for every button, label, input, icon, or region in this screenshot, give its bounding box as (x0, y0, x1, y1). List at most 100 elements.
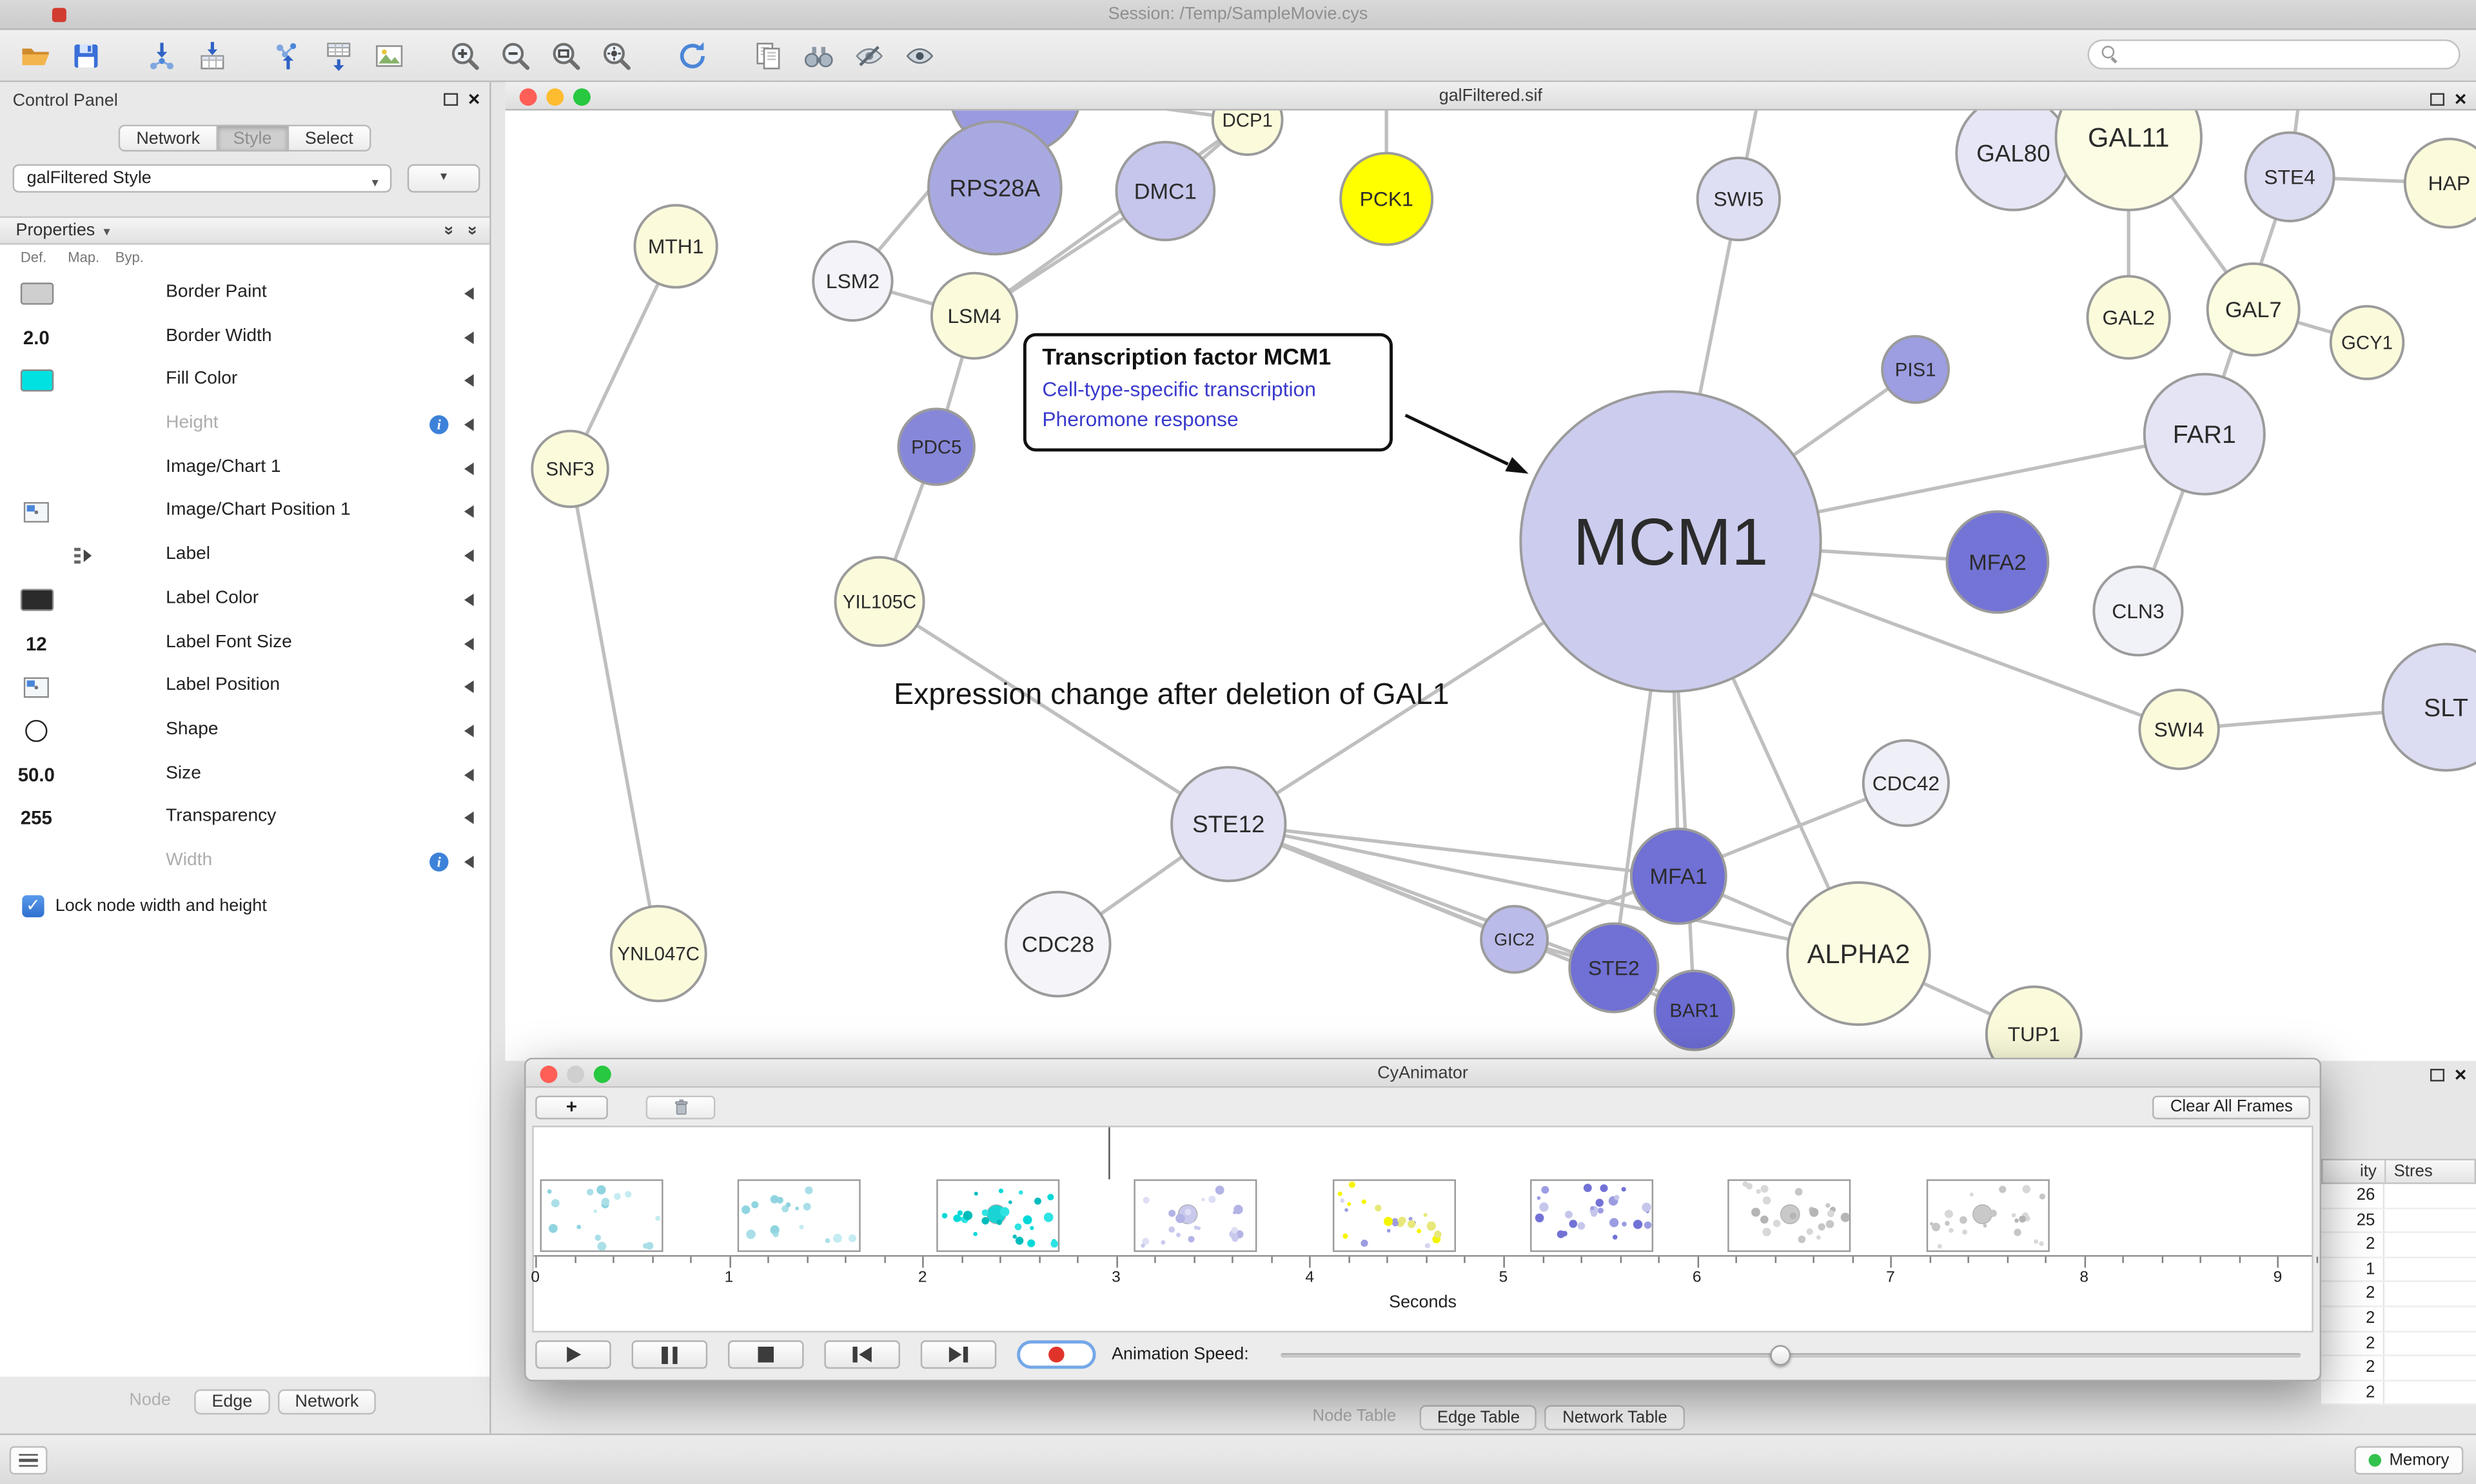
frame-thumbnail-3[interactable] (1134, 1179, 1257, 1253)
mapping-value-size[interactable] (63, 759, 104, 790)
delete-frame-button[interactable] (645, 1095, 716, 1119)
default-value-shape[interactable] (15, 715, 57, 747)
float-window-icon[interactable] (2430, 1068, 2446, 1081)
zoom-window-icon[interactable] (593, 1066, 611, 1084)
table-row[interactable]: 2 (2321, 1356, 2476, 1381)
bypass-value-label[interactable] (110, 540, 152, 572)
search-box[interactable] (2087, 39, 2461, 70)
node-RPS28A[interactable]: RPS28A (927, 120, 1063, 256)
copy-icon[interactable] (747, 35, 788, 76)
node-ALPHA2[interactable]: ALPHA2 (1786, 881, 1931, 1026)
default-value-height[interactable] (15, 409, 57, 440)
node-SLT2[interactable]: SLT (2381, 643, 2476, 772)
network-canvas[interactable]: RPS28BDCP1RPS28ADMC1PCK1SWI5GAL80GAL11ST… (505, 110, 2476, 1061)
mapping-value-height[interactable] (63, 409, 104, 440)
playhead[interactable] (1108, 1127, 1111, 1180)
float-window-icon[interactable] (444, 92, 459, 105)
node-MFA2[interactable]: MFA2 (1945, 510, 2050, 614)
info-icon[interactable]: i (429, 415, 449, 434)
property-row-label-position[interactable]: Label Position (0, 665, 489, 708)
lock-size-row[interactable]: ✓ Lock node width and height (22, 895, 267, 917)
default-value-label-color[interactable] (15, 584, 57, 616)
export-image-icon[interactable] (368, 35, 409, 76)
export-table-icon[interactable] (317, 35, 359, 76)
bypass-value-height[interactable] (110, 409, 152, 440)
mapping-value-border-paint[interactable] (63, 278, 104, 309)
node-TUP1[interactable]: TUP1 (1985, 985, 2083, 1061)
node-STE4[interactable]: STE4 (2244, 131, 2335, 222)
node-LSM4[interactable]: LSM4 (930, 271, 1019, 360)
table-row[interactable]: 2 (2321, 1233, 2476, 1258)
default-value-label[interactable] (15, 540, 57, 572)
expand-row-icon[interactable] (464, 680, 474, 694)
property-row-image-chart-1[interactable]: Image/Chart 1 (0, 446, 489, 490)
zoom-out-icon[interactable] (495, 35, 536, 76)
zoom-in-icon[interactable] (444, 35, 485, 76)
search-input[interactable] (2127, 43, 2446, 66)
close-panel-icon[interactable]: × (2454, 86, 2467, 111)
mapping-value-label-color[interactable] (63, 584, 104, 616)
node-PCK1[interactable]: PCK1 (1339, 151, 1434, 246)
column-header-centrality[interactable]: ity (2323, 1160, 2386, 1183)
network-window-titlebar[interactable]: galFiltered.sif × (505, 82, 2476, 111)
node-MCM1[interactable]: MCM1 (1519, 390, 1822, 693)
zoom-selected-icon[interactable] (595, 35, 636, 76)
color-swatch[interactable] (19, 369, 54, 393)
bypass-value-label-color[interactable] (110, 584, 152, 616)
mapping-value-border-width[interactable] (63, 322, 104, 353)
frame-thumbnail-4[interactable] (1331, 1179, 1455, 1253)
mapping-value-label[interactable] (63, 540, 104, 572)
table-row[interactable]: 26 (2321, 1184, 2476, 1209)
node-GAL80[interactable]: GAL80 (1955, 110, 2072, 211)
float-window-icon[interactable] (2430, 92, 2446, 105)
node-GCY1[interactable]: GCY1 (2329, 305, 2405, 380)
expand-row-icon[interactable] (464, 505, 474, 519)
mapping-value-fill-color[interactable] (63, 366, 104, 397)
lock-size-checkbox[interactable]: ✓ (22, 895, 44, 917)
property-row-label-color[interactable]: Label Color (0, 578, 489, 621)
node-GAL2[interactable]: GAL2 (2086, 275, 2171, 360)
expand-row-icon[interactable] (464, 724, 474, 737)
show-all-icon[interactable] (898, 35, 939, 76)
pause-button[interactable] (631, 1340, 708, 1369)
tab-style[interactable]: Style (217, 124, 290, 152)
frame-thumbnail-0[interactable] (540, 1179, 663, 1253)
bypass-value-width[interactable] (110, 846, 152, 878)
default-value-label-position[interactable] (15, 671, 57, 703)
mcm1-annotation-box[interactable]: Transcription factor MCM1 Cell-type-spec… (1023, 333, 1393, 451)
property-row-fill-color[interactable]: Fill Color (0, 359, 489, 403)
skip-to-start-button[interactable] (824, 1340, 900, 1369)
animation-speed-slider[interactable] (1280, 1340, 2301, 1369)
cyanimator-titlebar[interactable]: CyAnimator (526, 1059, 2320, 1088)
tab-edge-table[interactable]: Edge Table (1419, 1405, 1538, 1430)
tab-edge[interactable]: Edge (194, 1389, 270, 1415)
default-value-width[interactable] (15, 846, 57, 878)
minimize-window-icon[interactable] (567, 1066, 585, 1084)
default-value-image-chart-1[interactable] (15, 453, 57, 484)
tab-node-table[interactable]: Node Table (1312, 1407, 1397, 1426)
panel-list-button[interactable] (9, 1446, 48, 1475)
node-BAR1[interactable]: BAR1 (1653, 970, 1735, 1051)
default-value-border-width[interactable]: 2.0 (15, 322, 57, 353)
bypass-value-fill-color[interactable] (110, 366, 152, 397)
bypass-value-border-width[interactable] (110, 322, 152, 353)
node-FAR1[interactable]: FAR1 (2143, 373, 2266, 496)
zoom-window-icon[interactable] (573, 88, 591, 106)
node-MTH1[interactable]: MTH1 (633, 204, 718, 289)
properties-header[interactable]: Properties▼ » « (0, 216, 490, 245)
open-session-icon[interactable] (14, 35, 55, 76)
expand-row-icon[interactable] (464, 287, 474, 300)
mapping-value-label-position[interactable] (63, 671, 104, 703)
node-YNL047C[interactable]: YNL047C (609, 904, 707, 1002)
table-row[interactable]: 2 (2321, 1331, 2476, 1357)
refresh-view-icon[interactable] (671, 35, 712, 76)
frame-thumbnail-6[interactable] (1728, 1179, 1852, 1253)
edge-STE12-ALPHA2[interactable] (1228, 822, 1859, 955)
tab-network-table[interactable]: Network Table (1545, 1405, 1685, 1430)
edge-SNF3-YNL047C[interactable] (568, 468, 660, 954)
find-icon[interactable] (798, 35, 839, 76)
